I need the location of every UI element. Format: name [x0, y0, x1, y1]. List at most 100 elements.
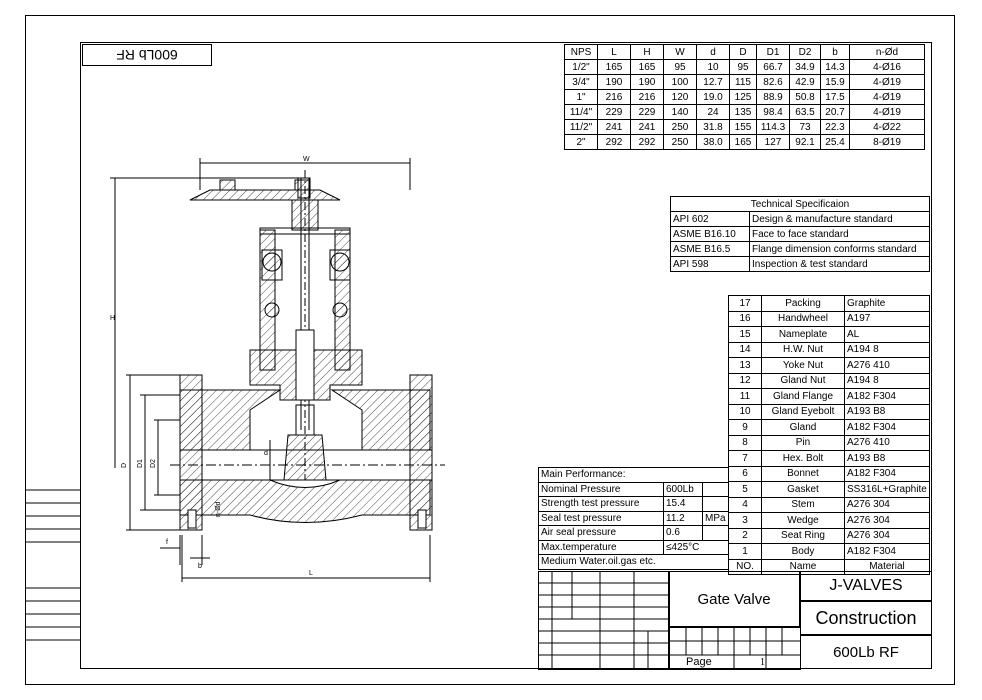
rotated-model-stamp: 600Lb RF	[82, 44, 212, 66]
perf-value: ≤425°C	[663, 539, 728, 555]
dimension-cell: 190	[630, 74, 664, 90]
dimension-cell: 229	[630, 104, 664, 120]
dimension-cell: 14.3	[820, 59, 850, 75]
page-number: 1	[760, 657, 765, 668]
dim-header-cell: L	[597, 44, 631, 60]
bom-no: 7	[728, 450, 762, 467]
bom-no: 8	[728, 434, 762, 451]
tech-std: ASME B16.10	[670, 226, 750, 242]
dimension-cell: 25.4	[820, 134, 850, 150]
dimension-cell: 292	[597, 134, 631, 150]
bom-material: A276 410	[844, 357, 930, 374]
bom-no: 6	[728, 465, 762, 482]
dimension-cell: 19.0	[696, 89, 730, 105]
bom-material: AL	[844, 326, 930, 343]
dim-header-cell: D	[729, 44, 757, 60]
dimension-cell: 95	[663, 59, 697, 75]
dimension-cell: 42.9	[789, 74, 821, 90]
bom-name: Bonnet	[761, 465, 845, 482]
tech-std: API 602	[670, 211, 750, 227]
dim-label-b: b	[198, 563, 202, 570]
bom-material: A197	[844, 310, 930, 327]
dimension-cell: 8-Ø19	[849, 134, 925, 150]
dimension-cell: 135	[729, 104, 757, 120]
bom-name: Nameplate	[761, 326, 845, 343]
tech-title: Technical Specificaion	[670, 196, 930, 212]
dimension-cell: 24	[696, 104, 730, 120]
bom-no: 14	[728, 341, 762, 358]
dim-header-cell: NPS	[564, 44, 598, 60]
dim-header-cell: D1	[756, 44, 790, 60]
bom-name: Gland	[761, 419, 845, 436]
tech-desc: Face to face standard	[749, 226, 930, 242]
dimension-cell: 4-Ø19	[849, 104, 925, 120]
bom-name: Handwheel	[761, 310, 845, 327]
bom-no: 10	[728, 403, 762, 420]
bom-name: Gasket	[761, 481, 845, 498]
dim-header-cell: n-Ød	[849, 44, 925, 60]
bom-name: H.W. Nut	[761, 341, 845, 358]
bom-material: A276 410	[844, 434, 930, 451]
bom-name: Body	[761, 543, 845, 560]
perf-value: 15.4	[663, 496, 703, 512]
dimension-cell: 216	[630, 89, 664, 105]
bom-name: Pin	[761, 434, 845, 451]
dimension-cell: 3/4"	[564, 74, 598, 90]
dimension-cell: 22.3	[820, 119, 850, 135]
bom-name: Packing	[761, 295, 845, 312]
dimension-cell: 165	[630, 59, 664, 75]
dimension-cell: 155	[729, 119, 757, 135]
perf-medium: Medium Water.oil.gas etc.	[538, 554, 728, 570]
dim-header-cell: b	[820, 44, 850, 60]
revision-stub-lines	[25, 489, 80, 641]
gate-valve-section-drawing: W H D D1 D2 d n-Ød f b L	[110, 156, 445, 582]
perf-value: 600Lb	[663, 481, 703, 497]
performance-title: Main Performance:	[538, 467, 728, 483]
dimension-cell: 73	[789, 119, 821, 135]
bom-name: Hex. Bolt	[761, 450, 845, 467]
dimension-cell: 165	[729, 134, 757, 150]
dimension-cell: 34.9	[789, 59, 821, 75]
bom-name: Stem	[761, 496, 845, 513]
dimension-cell: 140	[663, 104, 697, 120]
dimension-cell: 63.5	[789, 104, 821, 120]
dimension-cell: 114.3	[756, 119, 790, 135]
perf-label: Nominal Pressure	[538, 481, 664, 497]
bom-no: 11	[728, 388, 762, 405]
bom-material: SS316L+Graphite	[844, 481, 930, 498]
bom-material: A193 B8	[844, 450, 930, 467]
bom-no: 5	[728, 481, 762, 498]
dimension-cell: 190	[597, 74, 631, 90]
bom-name: Yoke Nut	[761, 357, 845, 374]
dimension-cell: 10	[696, 59, 730, 75]
dimension-header-row: NPS L H W d D D1 D2 b n-Ød	[564, 44, 925, 60]
dim-label-d2: D2	[150, 459, 157, 468]
dimension-cell: 17.5	[820, 89, 850, 105]
title-block-grid	[538, 571, 670, 670]
dimension-cell: 292	[630, 134, 664, 150]
bom-material: A182 F304	[844, 419, 930, 436]
dimension-cell: 12.7	[696, 74, 730, 90]
bom-header-row: NO. Name Material	[728, 558, 930, 575]
bom-no: 2	[728, 527, 762, 544]
dimension-cell: 88.9	[756, 89, 790, 105]
bom-name: Gland Flange	[761, 388, 845, 405]
perf-label: Max.temperature	[538, 539, 664, 555]
bom-header-material: Material	[844, 558, 930, 575]
